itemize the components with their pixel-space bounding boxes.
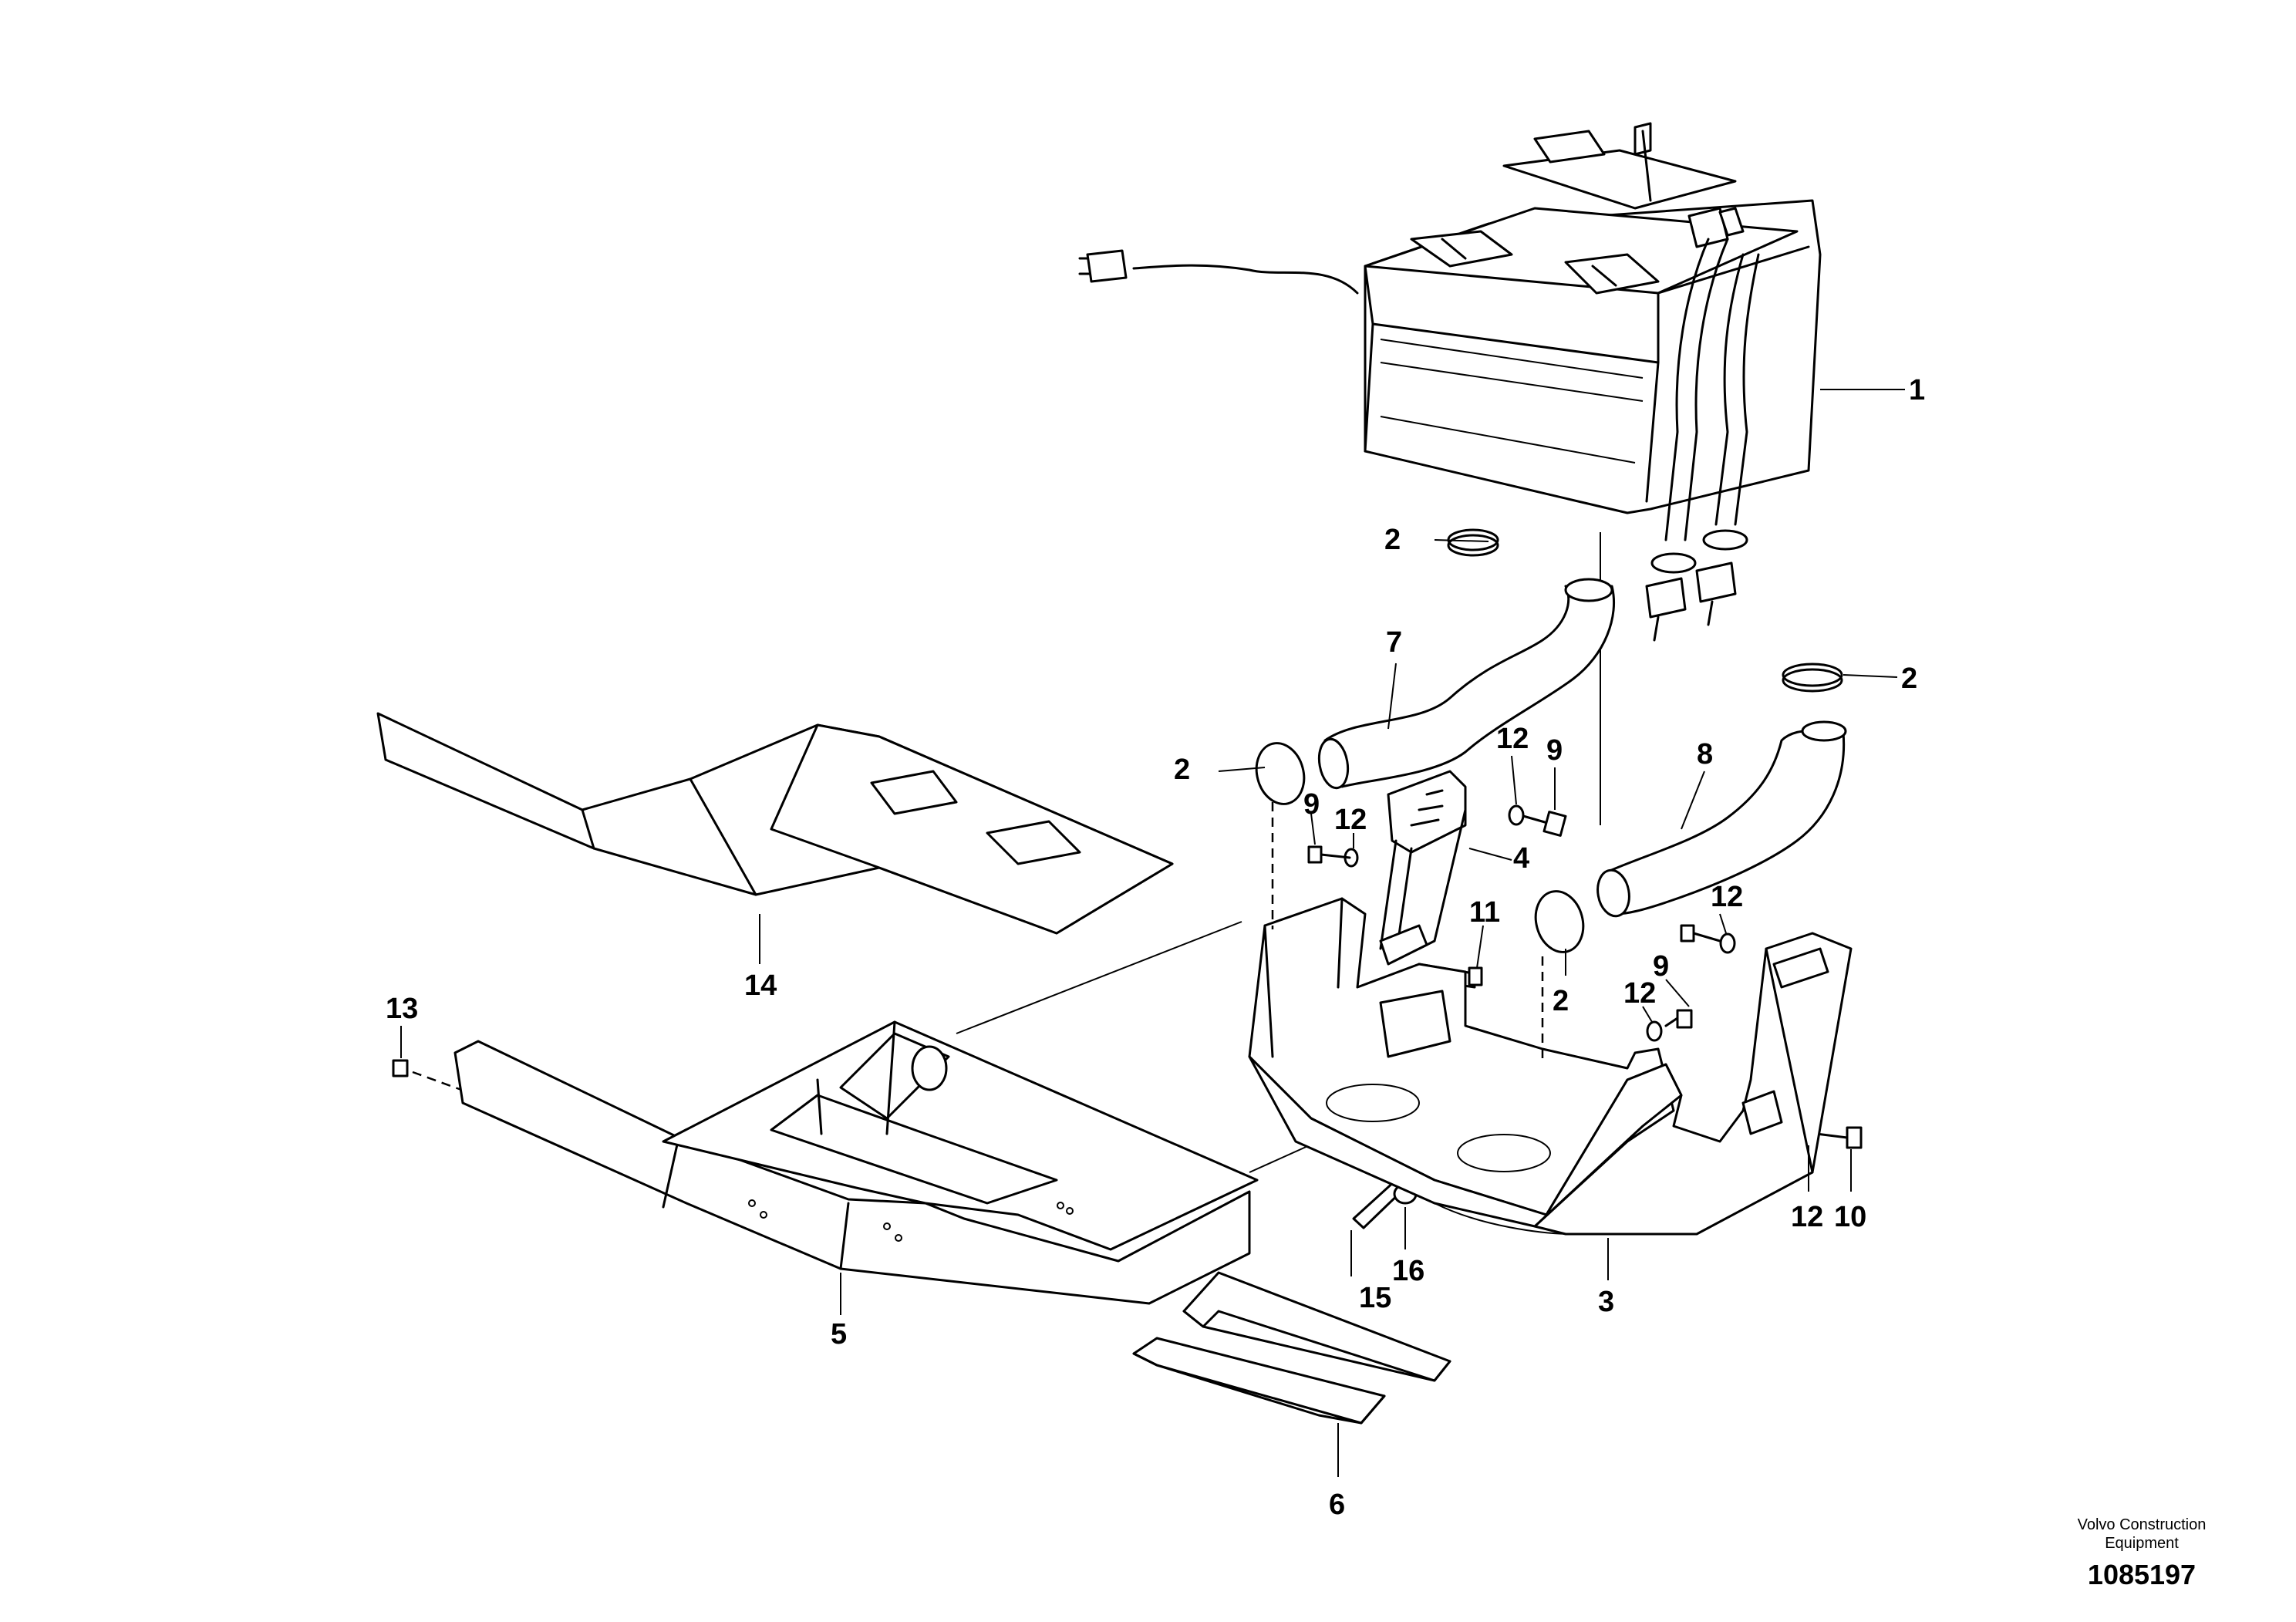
callout-12-bottom: 12 xyxy=(1791,1201,1823,1233)
part-4-bracket xyxy=(1379,770,1467,966)
callout-9-top: 9 xyxy=(1546,734,1563,767)
part-3-base-housing xyxy=(1248,897,1853,1236)
callout-12-right-a: 12 xyxy=(1711,881,1743,913)
fastener-bolt-9-right-a xyxy=(1680,924,1721,943)
company-name-line1: Volvo Construction xyxy=(2077,1516,2207,1533)
callout-7: 7 xyxy=(1386,626,1402,659)
callout-1: 1 xyxy=(1909,374,1925,406)
callout-2-mid: 2 xyxy=(1553,985,1569,1017)
fastener-washer-12-left xyxy=(1344,848,1359,868)
fastener-washer-12-top xyxy=(1508,804,1525,826)
alignment-line-2 xyxy=(956,921,1242,1034)
part-14-floor-mat xyxy=(376,712,1174,935)
callout-8: 8 xyxy=(1697,738,1713,771)
callout-2-top: 2 xyxy=(1384,524,1401,556)
part-5-lower-frame xyxy=(453,1020,1259,1305)
callout-15: 15 xyxy=(1359,1282,1391,1314)
leader-lines xyxy=(400,389,1905,1477)
callout-16: 16 xyxy=(1392,1255,1424,1287)
callout-5: 5 xyxy=(831,1318,847,1351)
part-2-hose-clamp-left xyxy=(1255,742,1306,805)
part-6-seal-strips xyxy=(1132,1271,1451,1425)
part-7-hose xyxy=(1317,578,1616,790)
callout-3: 3 xyxy=(1598,1286,1614,1318)
reference-number: 1085197 xyxy=(2087,1559,2197,1590)
fastener-bolt-9-left xyxy=(1307,845,1351,864)
part-8-hose xyxy=(1596,720,1847,918)
callout-12-right-b: 12 xyxy=(1623,977,1656,1010)
fastener-washer-12-right-b xyxy=(1646,1020,1663,1042)
callout-2-left: 2 xyxy=(1174,754,1190,786)
fastener-washer-12-right-a xyxy=(1719,932,1736,954)
callout-4: 4 xyxy=(1513,842,1529,875)
part-2-hose-clamp-right xyxy=(1782,663,1843,693)
part-1-heater-unit xyxy=(1078,122,1822,642)
company-name-line2: Equipment xyxy=(2105,1535,2179,1552)
fastener-bolt-9-top xyxy=(1522,811,1567,837)
callout-11: 11 xyxy=(1469,896,1500,929)
part-2-hose-clamp-mid xyxy=(1534,890,1585,953)
callout-13: 13 xyxy=(386,993,418,1025)
fastener-bolt-9-right-b xyxy=(1664,1009,1693,1029)
part-2-hose-clamp-top xyxy=(1447,528,1499,557)
callout-6: 6 xyxy=(1329,1489,1345,1521)
fastener-bolt-10 xyxy=(1815,1126,1863,1149)
callout-9-left: 9 xyxy=(1303,788,1320,821)
callout-2-right: 2 xyxy=(1901,663,1917,695)
callout-9-right: 9 xyxy=(1653,950,1669,983)
callout-labels: 1 2 2 2 2 3 4 5 6 7 8 9 9 9 10 11 12 12 … xyxy=(386,374,1925,1521)
footer-credit: Volvo Construction Equipment 1085197 xyxy=(2049,1516,2234,1591)
callout-12-left: 12 xyxy=(1334,804,1367,836)
callout-10: 10 xyxy=(1834,1201,1866,1233)
callout-14: 14 xyxy=(744,969,777,1002)
callout-12-top: 12 xyxy=(1496,723,1529,755)
